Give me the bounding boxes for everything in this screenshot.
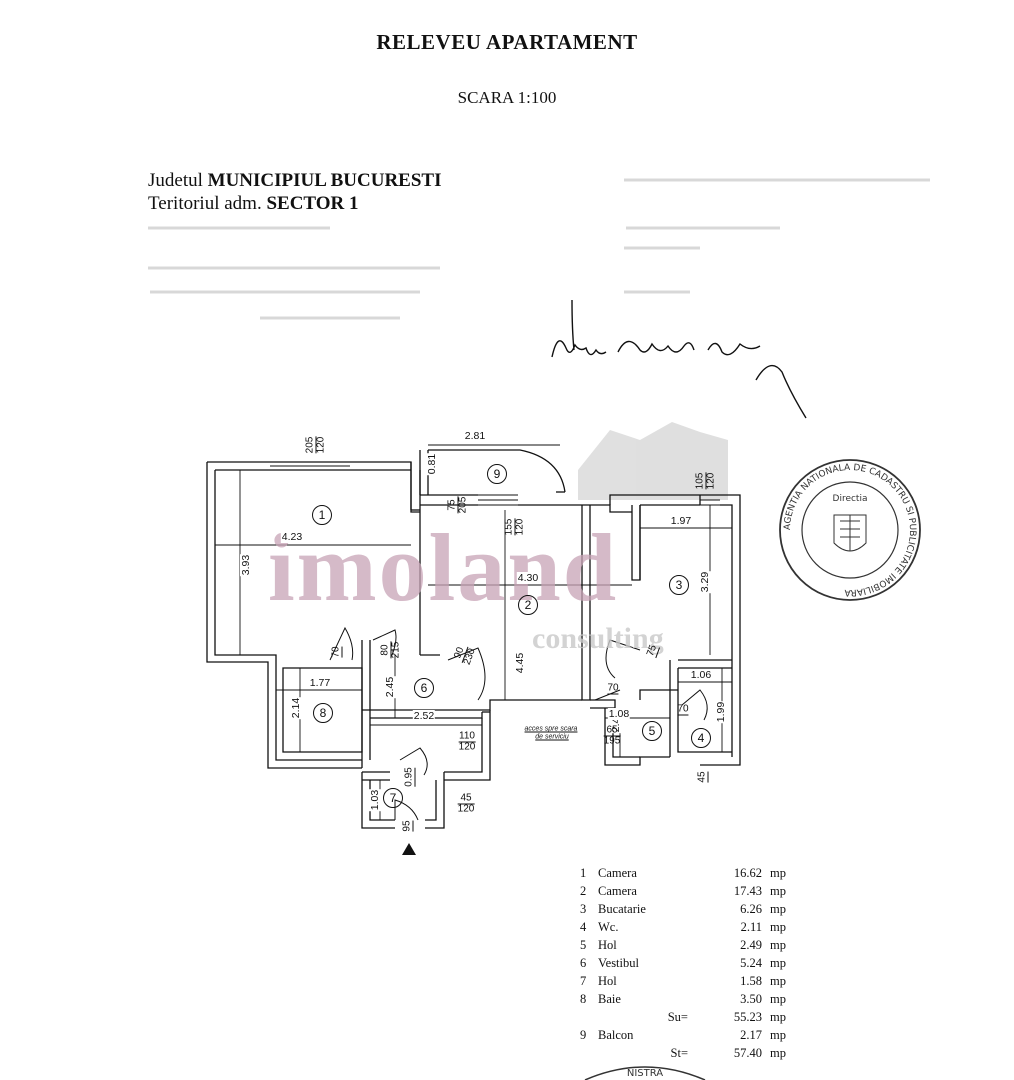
territory-label: Teritoriul adm. — [148, 193, 262, 214]
county-line: Judetul MUNICIPIUL BUCURESTI — [148, 170, 442, 192]
stamp-inner-text: Directia — [833, 494, 868, 504]
room-number-1: 1 — [312, 505, 332, 525]
dimension-177: 1.77 — [308, 677, 332, 689]
room-number-9: 9 — [487, 464, 507, 484]
entrance-arrow-icon — [402, 843, 416, 855]
room-number-6: 6 — [414, 678, 434, 698]
bottom-stamp-fragment: NISTRA — [584, 1066, 706, 1080]
opening-w_45_120_4: 45 — [696, 771, 709, 783]
county-value: MUNICIPIUL BUCURESTI — [207, 170, 442, 191]
dimension-329: 3.29 — [699, 570, 711, 594]
document-scale: SCARA 1:100 — [457, 88, 557, 107]
dimension-199: 1.99 — [715, 700, 727, 724]
opening-d_70_205_5: 70 — [607, 682, 619, 695]
dimension-430: 4.30 — [516, 572, 540, 584]
document-title: RELEVEU APARTAMENT — [376, 30, 638, 54]
dimension-214: 2.14 — [290, 696, 302, 720]
territory-line: Teritoriul adm. SECTOR 1 — [148, 193, 359, 215]
room-number-7: 7 — [383, 788, 403, 808]
windows — [270, 461, 741, 730]
dimension-423: 4.23 — [280, 531, 304, 543]
room-number-2: 2 — [518, 595, 538, 615]
room-number-8: 8 — [313, 703, 333, 723]
opening-d_70_205_8: 70 — [330, 646, 343, 658]
opening-d_95_215_7: 0.95 — [403, 767, 416, 787]
territory-value: SECTOR 1 — [266, 193, 359, 214]
watermark-brand: imoland — [268, 514, 619, 621]
dimension-393: 3.93 — [240, 553, 252, 577]
dimension-106: 1.06 — [689, 669, 713, 681]
dimension-252: 2.52 — [412, 710, 436, 722]
door-swings — [329, 626, 708, 821]
dimension-197: 1.97 — [669, 515, 693, 527]
opening-d_95_215_e: 95 — [401, 820, 414, 832]
official-stamp: AGENTIA NATIONALA DE CADASTRU SI PUBLICI… — [779, 459, 921, 601]
county-label: Judetul — [148, 170, 203, 191]
room-number-4: 4 — [691, 728, 711, 748]
watermark-building-icon — [578, 422, 728, 500]
erased-text — [148, 178, 930, 320]
dimension-445: 4.45 — [514, 651, 526, 675]
room-number-5: 5 — [642, 721, 662, 741]
dimension-081: 0.81 — [426, 452, 438, 476]
dimension-245: 2.45 — [384, 675, 396, 699]
annotation-annotation_2: de serviciu — [535, 733, 569, 741]
room-number-3: 3 — [669, 575, 689, 595]
dimension-108: 1.08 — [607, 708, 631, 720]
watermark-sub: consulting — [532, 622, 664, 655]
annotation-annotation_1: acces spre scara — [524, 725, 578, 733]
svg-text:NISTRA: NISTRA — [627, 1068, 663, 1079]
dimension-103: 1.03 — [369, 788, 381, 812]
crest-icon — [833, 514, 867, 552]
opening-d_70_205_4: 70 — [677, 703, 689, 716]
dimension-281: 2.81 — [463, 430, 487, 442]
signature — [551, 299, 807, 419]
